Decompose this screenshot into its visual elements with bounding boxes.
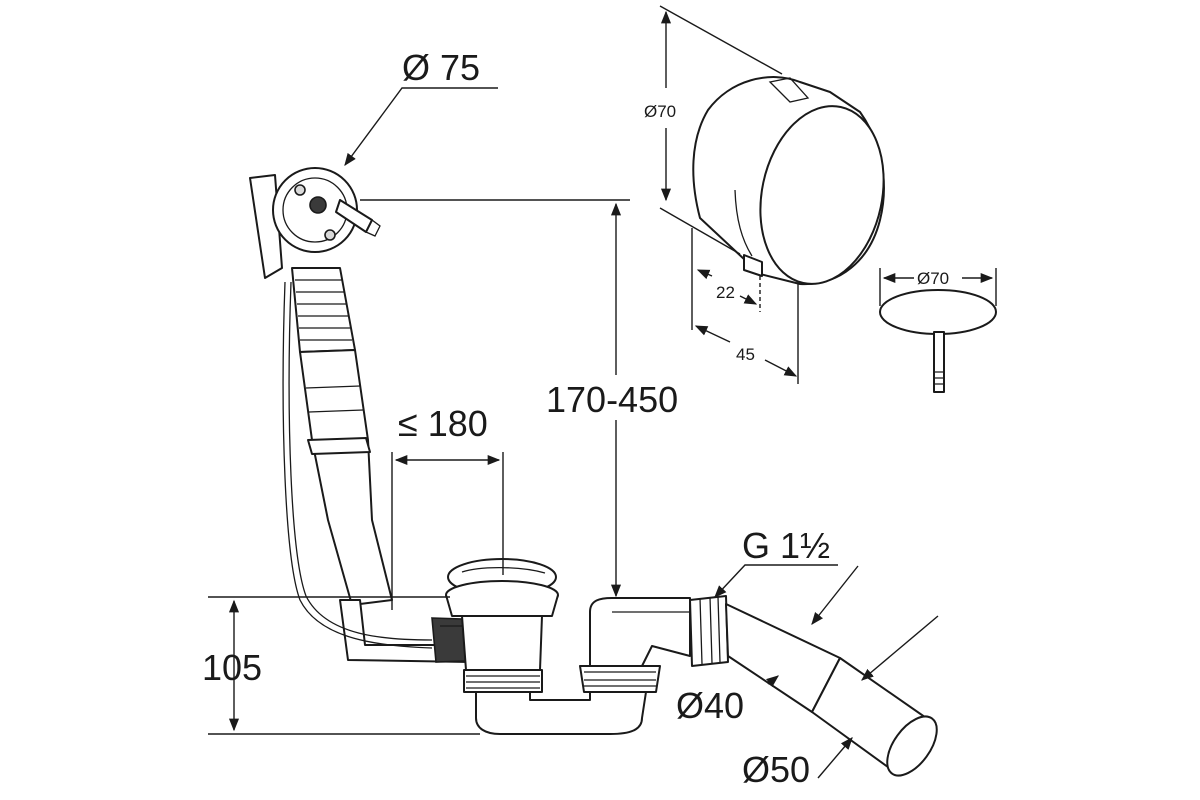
label-pipe-outer: Ø50 [742,749,810,790]
label-pipe-inner: Ø40 [676,685,744,726]
drain-plug-drawing [879,289,997,393]
dimension-labels: Ø 75 170-450 ≤ 180 105 G 1½ Ø40 Ø50 Ø70 … [202,47,949,790]
waste-trap-assembly [431,558,938,777]
overflow-cover-drawing [692,76,885,286]
label-thread: G 1½ [742,525,830,566]
label-overflow-diameter: Ø 75 [402,47,480,88]
dimension-lines [208,5,997,779]
label-drain-offset: ≤ 180 [398,403,488,444]
label-trap-height: 105 [202,647,262,688]
label-height-range: 170-450 [546,379,678,420]
label-cover-depth-long: 45 [736,345,755,364]
label-cover-depth-short: 22 [716,283,735,302]
label-plug-diameter: Ø70 [917,269,949,288]
label-cover-diameter: Ø70 [644,102,676,121]
